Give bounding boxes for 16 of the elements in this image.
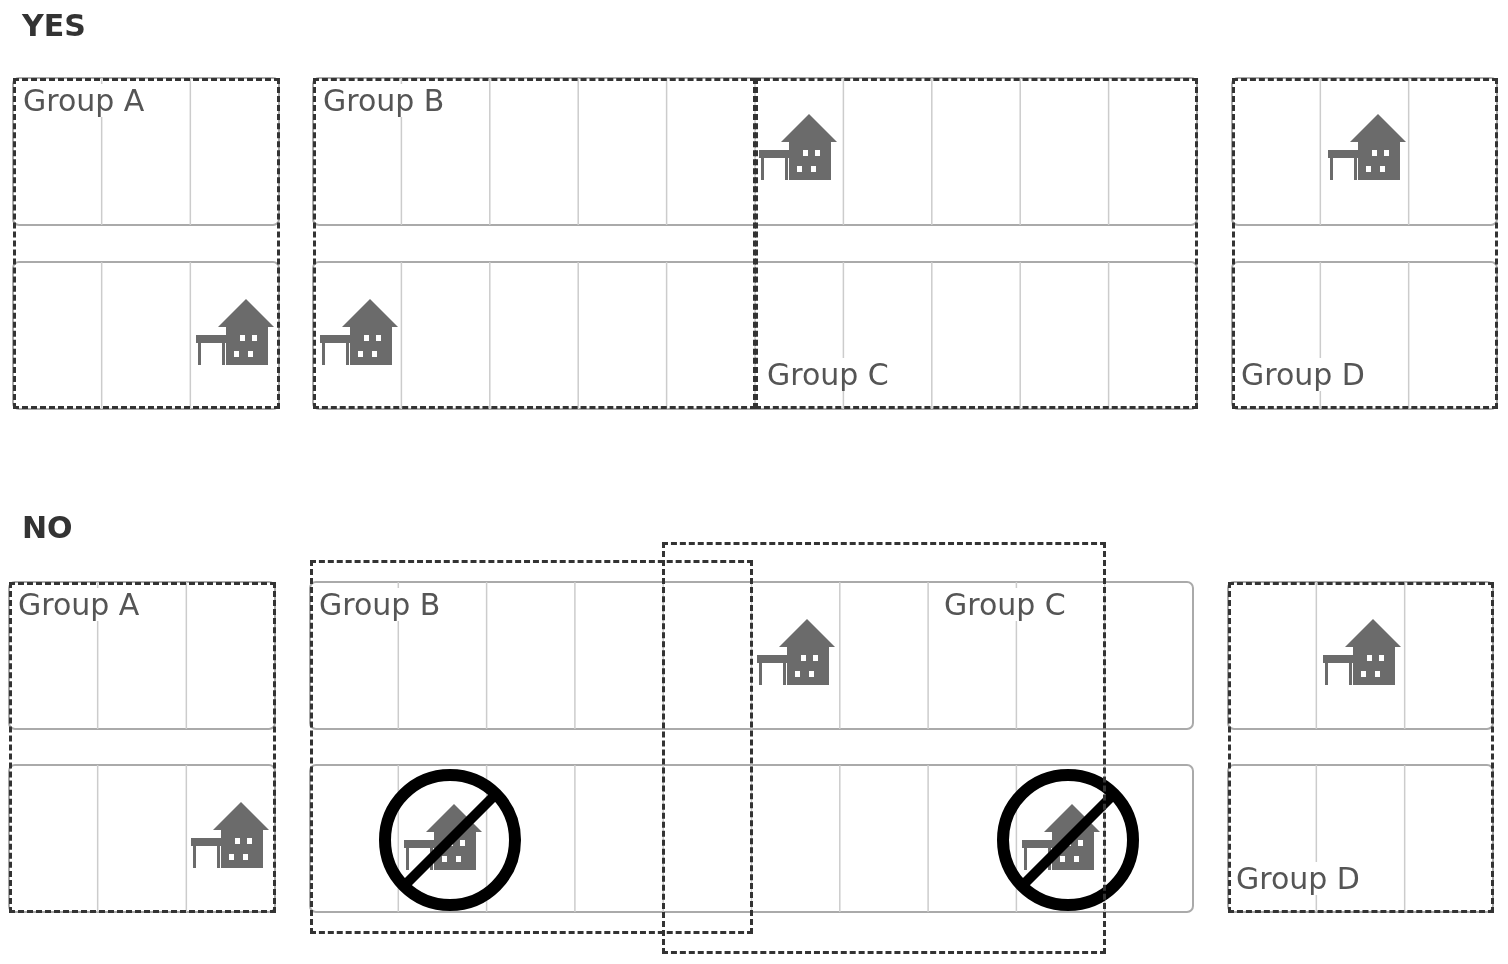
group-label: Group D: [1234, 862, 1362, 895]
group-boundary: [662, 542, 1106, 954]
group-label: Group C: [942, 588, 1068, 621]
group-boundary: [1228, 582, 1494, 913]
group-boundary: [313, 78, 756, 409]
group-label: Group A: [16, 588, 142, 621]
group-boundary: [13, 78, 280, 409]
group-boundary: [9, 582, 276, 913]
group-label: Group D: [1239, 358, 1367, 391]
group-label: Group A: [21, 84, 147, 117]
group-boundary: [310, 560, 753, 934]
group-boundary: [755, 78, 1198, 409]
group-label: Group C: [765, 358, 891, 391]
group-boundary: [1232, 78, 1498, 409]
section-heading: NO: [22, 510, 73, 545]
section-heading: YES: [22, 8, 86, 43]
